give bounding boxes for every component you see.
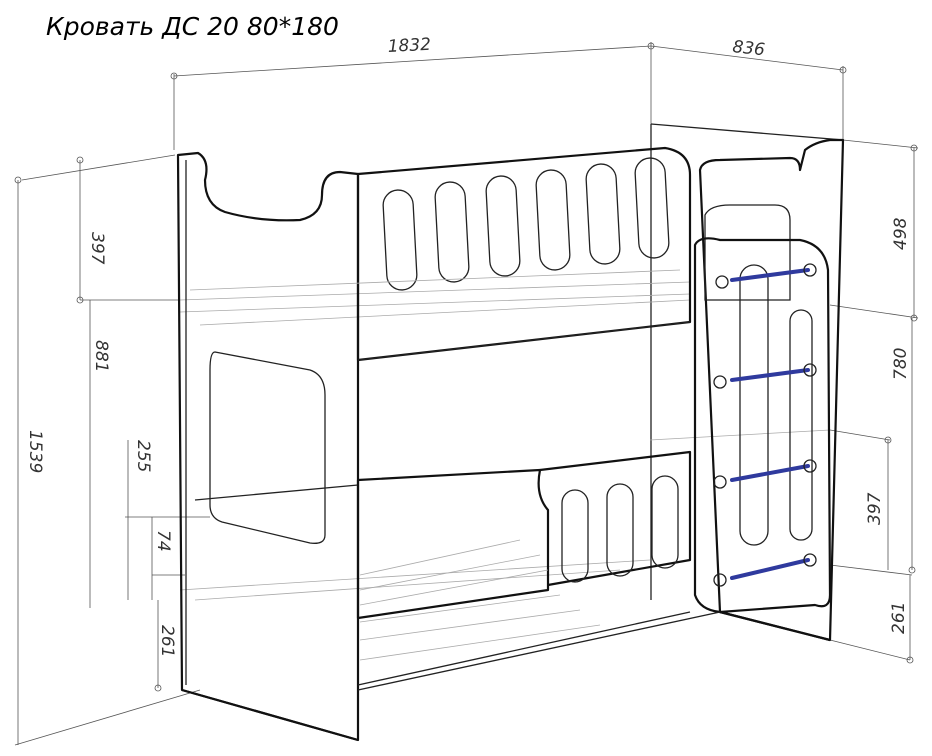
lower-deck-slats: [357, 539, 691, 686]
dim-length-1832: 1832: [387, 35, 431, 57]
ladder-rung: [730, 268, 810, 282]
dim-side-498: 498: [891, 217, 911, 250]
ladder-rung: [730, 464, 810, 482]
lower-rail-slots: [561, 475, 679, 583]
dim-rail-397-right: 397: [865, 492, 885, 525]
dim-depth-836: 836: [731, 37, 766, 60]
drawing-title: Кровать ДС 20 80*180: [46, 12, 339, 41]
upper-side-rail: [356, 146, 692, 362]
ladder-rung: [730, 368, 810, 382]
upper-rail-slots: [382, 157, 670, 291]
dim-upper-881: 881: [91, 340, 111, 372]
dim-height-1539: 1539: [25, 430, 45, 473]
dimension-lines: [14, 42, 919, 746]
dim-gap-74: 74: [153, 530, 173, 552]
dim-rail-397: 397: [87, 232, 107, 265]
ladder-rungs: [713, 263, 817, 587]
dim-lower-rail-255: 255: [133, 440, 153, 472]
dim-leg-261-left: 261: [157, 625, 177, 657]
ladder-rung: [730, 558, 810, 580]
back-frame: [179, 123, 844, 641]
base-lines: [181, 610, 831, 742]
dim-ladder-780: 780: [891, 348, 911, 380]
right-end-panel: [693, 138, 845, 642]
left-end-panel: [176, 151, 360, 742]
upper-deck: [189, 269, 691, 501]
dim-leg-261-right: 261: [889, 602, 909, 634]
lower-side-rail: [356, 450, 692, 620]
